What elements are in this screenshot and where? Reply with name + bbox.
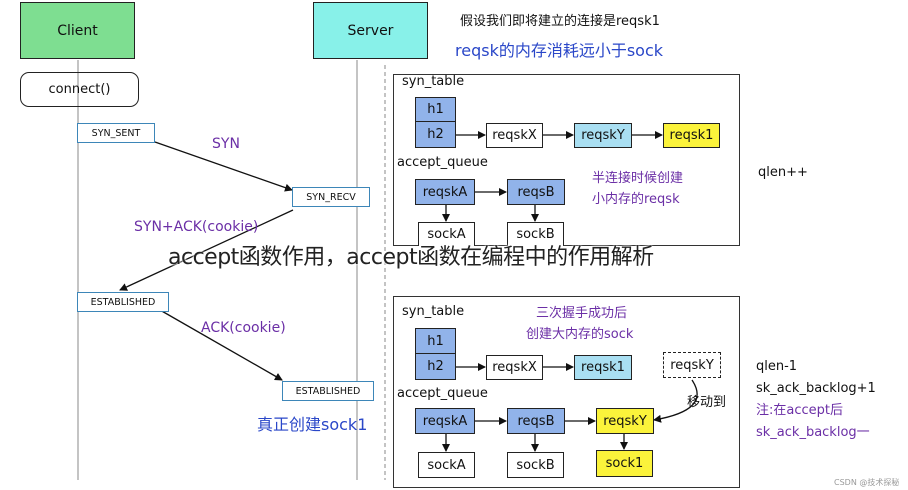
p1-h2-bucket: h2 [415, 121, 456, 148]
p2-sockB: sockB [507, 452, 564, 478]
p2-reqskY-dashed: reqskY [663, 352, 721, 378]
bottom-note: 真正创建sock1 [257, 415, 368, 434]
p1-sockA: sockA [418, 222, 475, 246]
credit-text: CSDN @技术探秘 [834, 478, 900, 487]
p2-reqskA: reqskA [415, 408, 475, 434]
qlen-increment: qlen++ [758, 165, 808, 180]
p2-sockA: sockA [418, 452, 475, 478]
syn-arrow [154, 141, 293, 192]
p1-reqskX: reqskX [486, 123, 543, 148]
panel-half-connection [393, 74, 740, 246]
p1-reqskY: reqskY [574, 123, 632, 148]
p1-accept-queue-label: accept_queue [397, 155, 488, 170]
p2-note-line2: 创建大内存的sock [526, 327, 634, 342]
p2-reqskX: reqskX [486, 355, 543, 380]
panel-full-connection [393, 296, 740, 488]
p2-accept-queue-label: accept_queue [397, 386, 488, 401]
p1-reqskA: reqskA [415, 179, 475, 205]
p1-note-line1: 半连接时候创建 [592, 171, 684, 186]
p2-h1-bucket: h1 [415, 328, 456, 354]
syn-recv-state: SYN_RECV [292, 187, 370, 207]
established-client-state: ESTABLISHED [77, 292, 169, 312]
accept-note-line2: sk_ack_backlog一 [756, 425, 870, 440]
client-header: Client [20, 2, 135, 59]
backlog-increment: sk_ack_backlog+1 [756, 381, 876, 396]
p2-move-arrow [653, 379, 698, 423]
established-server-state: ESTABLISHED [282, 381, 374, 401]
accept-note-line1: 注:在accept后 [756, 403, 843, 418]
p2-syn-table-label: syn_table [402, 304, 465, 319]
top-note-line2: reqsk的内存消耗远小于sock [455, 41, 664, 60]
p1-syn-table-label: syn_table [402, 74, 465, 89]
syn-sent-state: SYN_SENT [77, 123, 155, 143]
connect-box: connect() [20, 72, 139, 107]
p1-reqsB: reqsB [507, 179, 565, 205]
p1-reqsk1: reqsk1 [663, 123, 720, 148]
p2-reqskY: reqskY [596, 408, 654, 434]
p2-reqsB: reqsB [507, 408, 565, 434]
p2-reqsk1: reqsk1 [574, 355, 632, 380]
p2-sock1: sock1 [596, 450, 653, 477]
p1-sockB: sockB [507, 222, 564, 246]
p2-note-line1: 三次握手成功后 [536, 306, 628, 321]
server-header: Server [313, 2, 428, 59]
syn-label: SYN [212, 136, 240, 152]
qlen-decrement: qlen-1 [756, 359, 798, 374]
p1-note-line2: 小内存的reqsk [592, 192, 680, 207]
top-note-line1: 假设我们即将建立的连接是reqsk1 [460, 14, 660, 29]
ack-label: ACK(cookie) [201, 320, 286, 336]
p2-h2-bucket: h2 [415, 353, 456, 380]
p2-move-label: 移动到 [687, 395, 727, 410]
synack-arrow [119, 209, 294, 291]
synack-label: SYN+ACK(cookie) [134, 219, 259, 235]
p1-h1-bucket: h1 [415, 97, 456, 122]
ack-arrow [159, 309, 283, 381]
watermark-title: accept函数作用，accept函数在编程中的作用解析 [168, 245, 654, 270]
